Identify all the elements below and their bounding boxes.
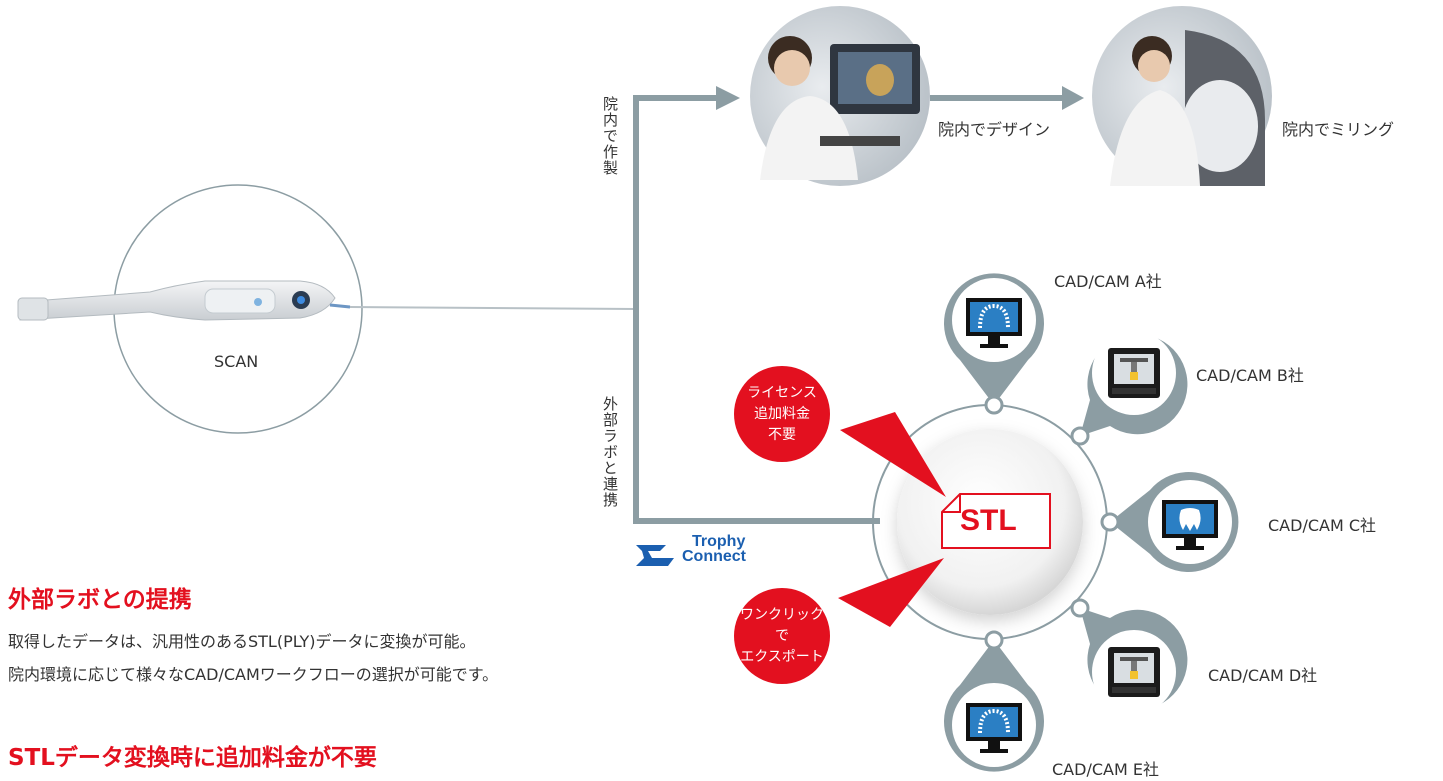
vendor-label-c: CAD/CAM C社	[1268, 516, 1377, 535]
trophy-connect-logo-icon	[636, 545, 674, 566]
vendor-label-a: CAD/CAM A社	[1054, 272, 1162, 291]
branch-label-external-lab: 外部ラボと連携	[601, 396, 619, 508]
trophy-line2: Connect	[682, 548, 746, 565]
milling-machine-icon	[1108, 647, 1160, 697]
trophy-line1: Trophy	[692, 533, 746, 550]
vendor-label-e: CAD/CAM E社	[1052, 760, 1159, 779]
intraoral-scanner-icon	[17, 280, 351, 321]
vendor-label-b: CAD/CAM B社	[1196, 366, 1304, 385]
milling-machine-icon	[1108, 348, 1160, 398]
monitor-dental-arch-icon	[966, 703, 1022, 753]
milling-photo	[1092, 6, 1272, 186]
stl-label: STL	[960, 504, 1017, 537]
step-label-milling: 院内でミリング	[1282, 120, 1395, 139]
monitor-tooth-icon	[1162, 500, 1218, 550]
scan-label: SCAN	[214, 352, 259, 371]
section1-heading: 外部ラボとの提携	[8, 587, 192, 613]
export-bubble: ワンクリックで エクスポート	[734, 588, 830, 684]
stl-file-icon	[941, 493, 1051, 549]
monitor-dental-arch-icon	[966, 298, 1022, 348]
section1-line2: 院内環境に応じて様々なCAD/CAMワークフローの選択が可能です。	[8, 665, 499, 684]
branch-label-in-clinic: 院内で作製	[601, 96, 619, 176]
trophy-connect-logo: Trophy Connect	[636, 533, 746, 565]
license-bubble: ライセンス 追加料金 不要	[734, 366, 830, 462]
section1-line1: 取得したデータは、汎用性のあるSTL(PLY)データに変換が可能。	[8, 632, 476, 651]
step-label-design: 院内でデザイン	[938, 120, 1051, 139]
vendor-label-d: CAD/CAM D社	[1208, 666, 1318, 685]
design-photo	[750, 6, 930, 186]
section2-heading: STLデータ変換時に追加料金が不要	[8, 745, 377, 771]
